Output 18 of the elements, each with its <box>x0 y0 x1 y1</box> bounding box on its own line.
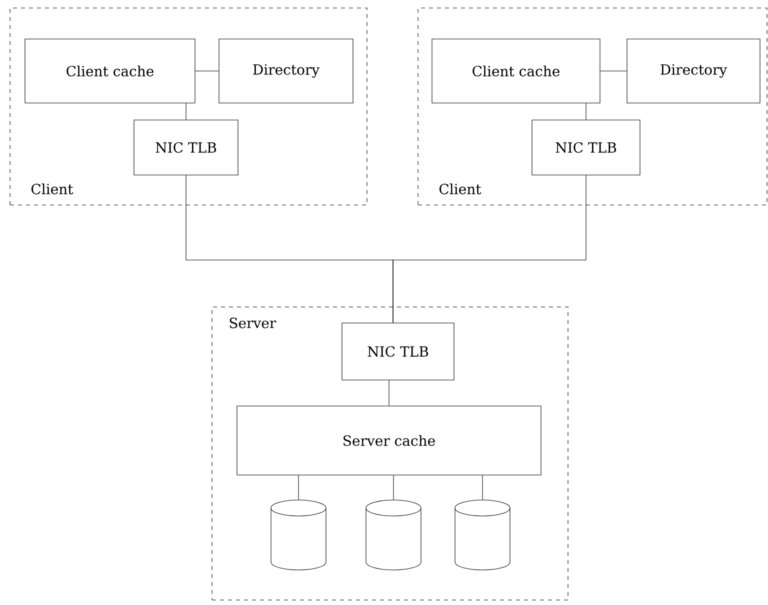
process-box: NIC TLB <box>342 322 454 380</box>
disk-cylinder <box>366 500 422 570</box>
connector-line <box>388 380 390 406</box>
disk-cylinder <box>454 500 510 570</box>
process-box: Client cache <box>24 38 196 104</box>
process-box: Server cache <box>236 406 542 476</box>
process-box: Client cache <box>432 38 600 104</box>
connector-line <box>195 70 219 72</box>
connector-line <box>393 475 394 500</box>
process-box: NIC TLB <box>134 120 238 176</box>
process-box: Directory <box>626 38 760 104</box>
connector-line <box>482 475 483 500</box>
connector-line <box>298 475 299 500</box>
disk-cylinder <box>270 500 326 570</box>
process-box: Directory <box>218 38 354 104</box>
connector-line <box>600 70 627 72</box>
process-box: NIC TLB <box>532 120 640 176</box>
connector-line <box>392 175 586 323</box>
